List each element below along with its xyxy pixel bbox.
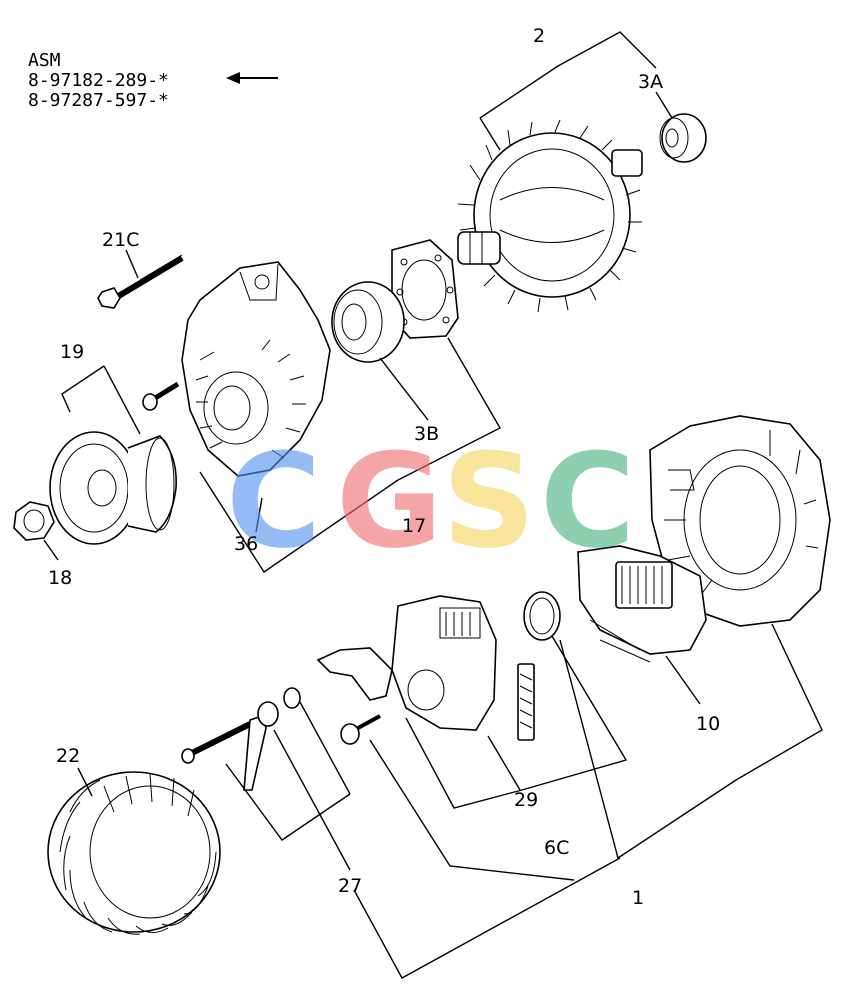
label-36: 36 [234,533,258,555]
label-27: 27 [338,875,362,897]
label-29: 29 [514,789,538,811]
arrow-left-icon [226,72,278,84]
bearing-3a-part [659,113,707,163]
label-3b: 3B [414,423,439,445]
watermark-letter-3: S [442,425,536,577]
watermark-letter-4: C [540,425,635,577]
screw-36-part [142,381,180,411]
front-housing-part [181,261,331,477]
leader-lines [43,31,823,979]
label-10: 10 [696,713,720,735]
bolt-21c-part [97,254,184,309]
rectifier-10-part [577,545,707,663]
pulley-19-part [49,431,177,545]
label-6c: 6C [544,837,569,859]
watermark-letter-1: C [226,425,321,577]
asm-part-number-1: 8-97182-289-* [28,70,169,91]
watermark-letter-2: G [336,425,443,577]
label-22: 22 [56,745,80,767]
label-2: 2 [533,25,545,47]
nut-18-part [13,501,55,541]
label-17: 17 [402,515,426,537]
snap-ring-part [523,591,561,641]
label-21c: 21C [102,229,139,251]
asm-title: ASM [28,50,61,71]
stator-22-part [47,771,221,935]
cgsc-watermark: C G S C [226,425,635,577]
rotor-part [457,119,643,313]
gasket-plate-part [391,239,459,339]
terminal-bolt-27-part [181,687,301,791]
label-3a: 3A [638,71,663,93]
label-18: 18 [48,567,72,589]
assembly-header: ASM 8-97182-289-* 8-97287-597-* [28,50,278,111]
regulator-brush-holder-part [316,595,535,741]
label-19: 19 [60,341,84,363]
callout-labels: 2 3A 21C 19 3B 36 17 18 10 22 29 6C 27 1 [48,25,720,909]
screw-6c-part [340,714,381,745]
bearing-3b-part [331,281,405,363]
label-1: 1 [632,887,644,909]
asm-part-number-2: 8-97287-597-* [28,90,169,111]
